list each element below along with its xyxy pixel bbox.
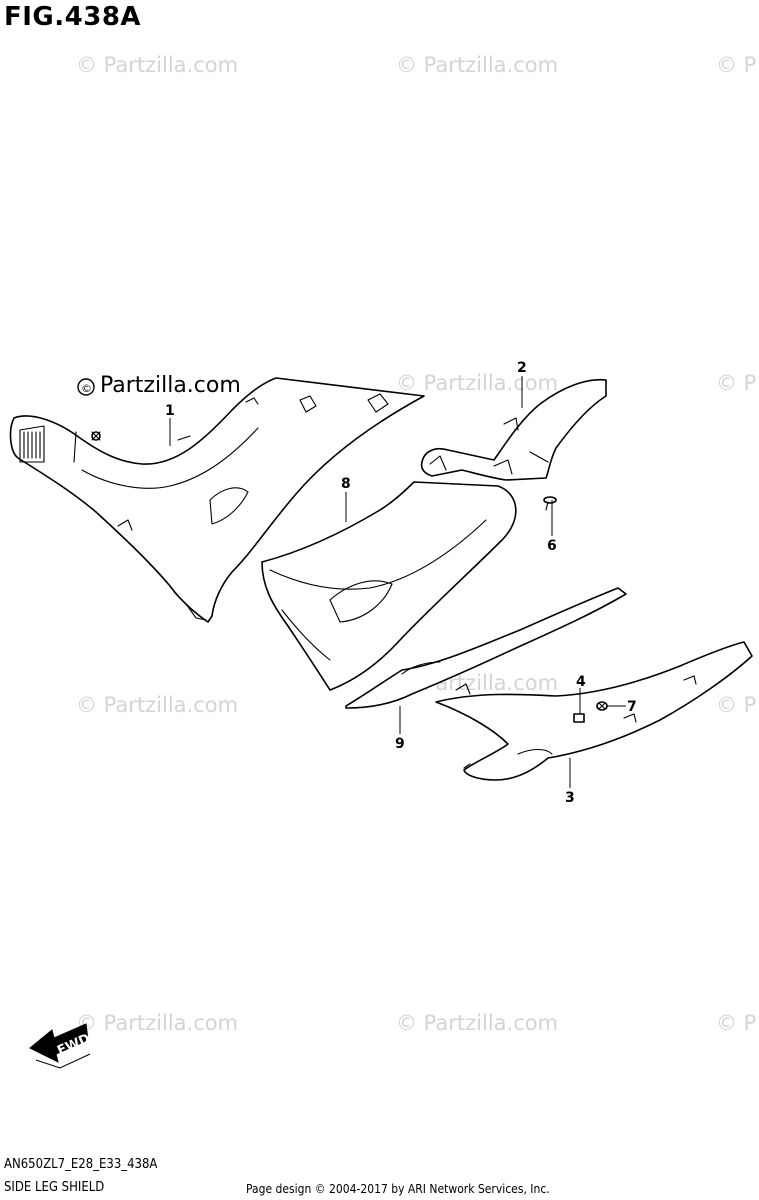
watermark: © P [716,693,756,717]
brand-text: Partzilla.com [100,373,241,398]
callout-7[interactable]: 7 [627,699,637,715]
part-3-lower-skirt[interactable] [435,641,753,781]
callout-8[interactable]: 8 [341,476,351,492]
watermark: © P [716,53,756,77]
watermark: © Partzilla.com [396,53,558,77]
brand-watermark: © Partzilla.com [77,373,241,398]
figure-title: FIG.438A [4,2,142,32]
callouts: 1 2 3 4 6 7 8 9 [165,360,637,806]
watermark-layer: © Partzilla.com © Partzilla.com © P © Pa… [76,53,756,1035]
callout-2[interactable]: 2 [517,360,527,376]
model-code: AN650ZL7_E28_E33_438A [4,1157,158,1172]
callout-3[interactable]: 3 [565,790,575,806]
bolt-part-1 [91,431,101,441]
screw-part-6 [543,496,557,511]
section-name: SIDE LEG SHIELD [4,1180,105,1195]
callout-4[interactable]: 4 [576,674,586,690]
part-2-trim-bracket[interactable] [420,378,607,481]
callout-6[interactable]: 6 [547,538,557,554]
footer-credit: Page design © 2004-2017 by ARI Network S… [246,1182,550,1196]
watermark: © Partzilla.com [396,371,558,395]
watermark: © P [716,371,756,395]
watermark: © Partzilla.com [76,1011,238,1035]
part-1-side-leg-shield[interactable] [9,377,425,623]
nut-part-4 [573,713,585,723]
watermark: © Partzilla.com [396,1011,558,1035]
watermark: © P [716,1011,756,1035]
screw-part-7 [596,701,608,711]
watermark: © Partzilla.com [76,53,238,77]
part-9-lower-strip[interactable] [345,587,627,709]
copyright-symbol: © [81,382,92,395]
fwd-arrow-icon: FWD [29,1023,93,1069]
watermark: © Partzilla.com [76,693,238,717]
part-8-inner-shield[interactable] [261,481,517,691]
copyright-icon [77,378,95,396]
callout-1[interactable]: 1 [165,403,175,419]
leader-lines [169,376,626,788]
callout-9[interactable]: 9 [395,736,405,752]
